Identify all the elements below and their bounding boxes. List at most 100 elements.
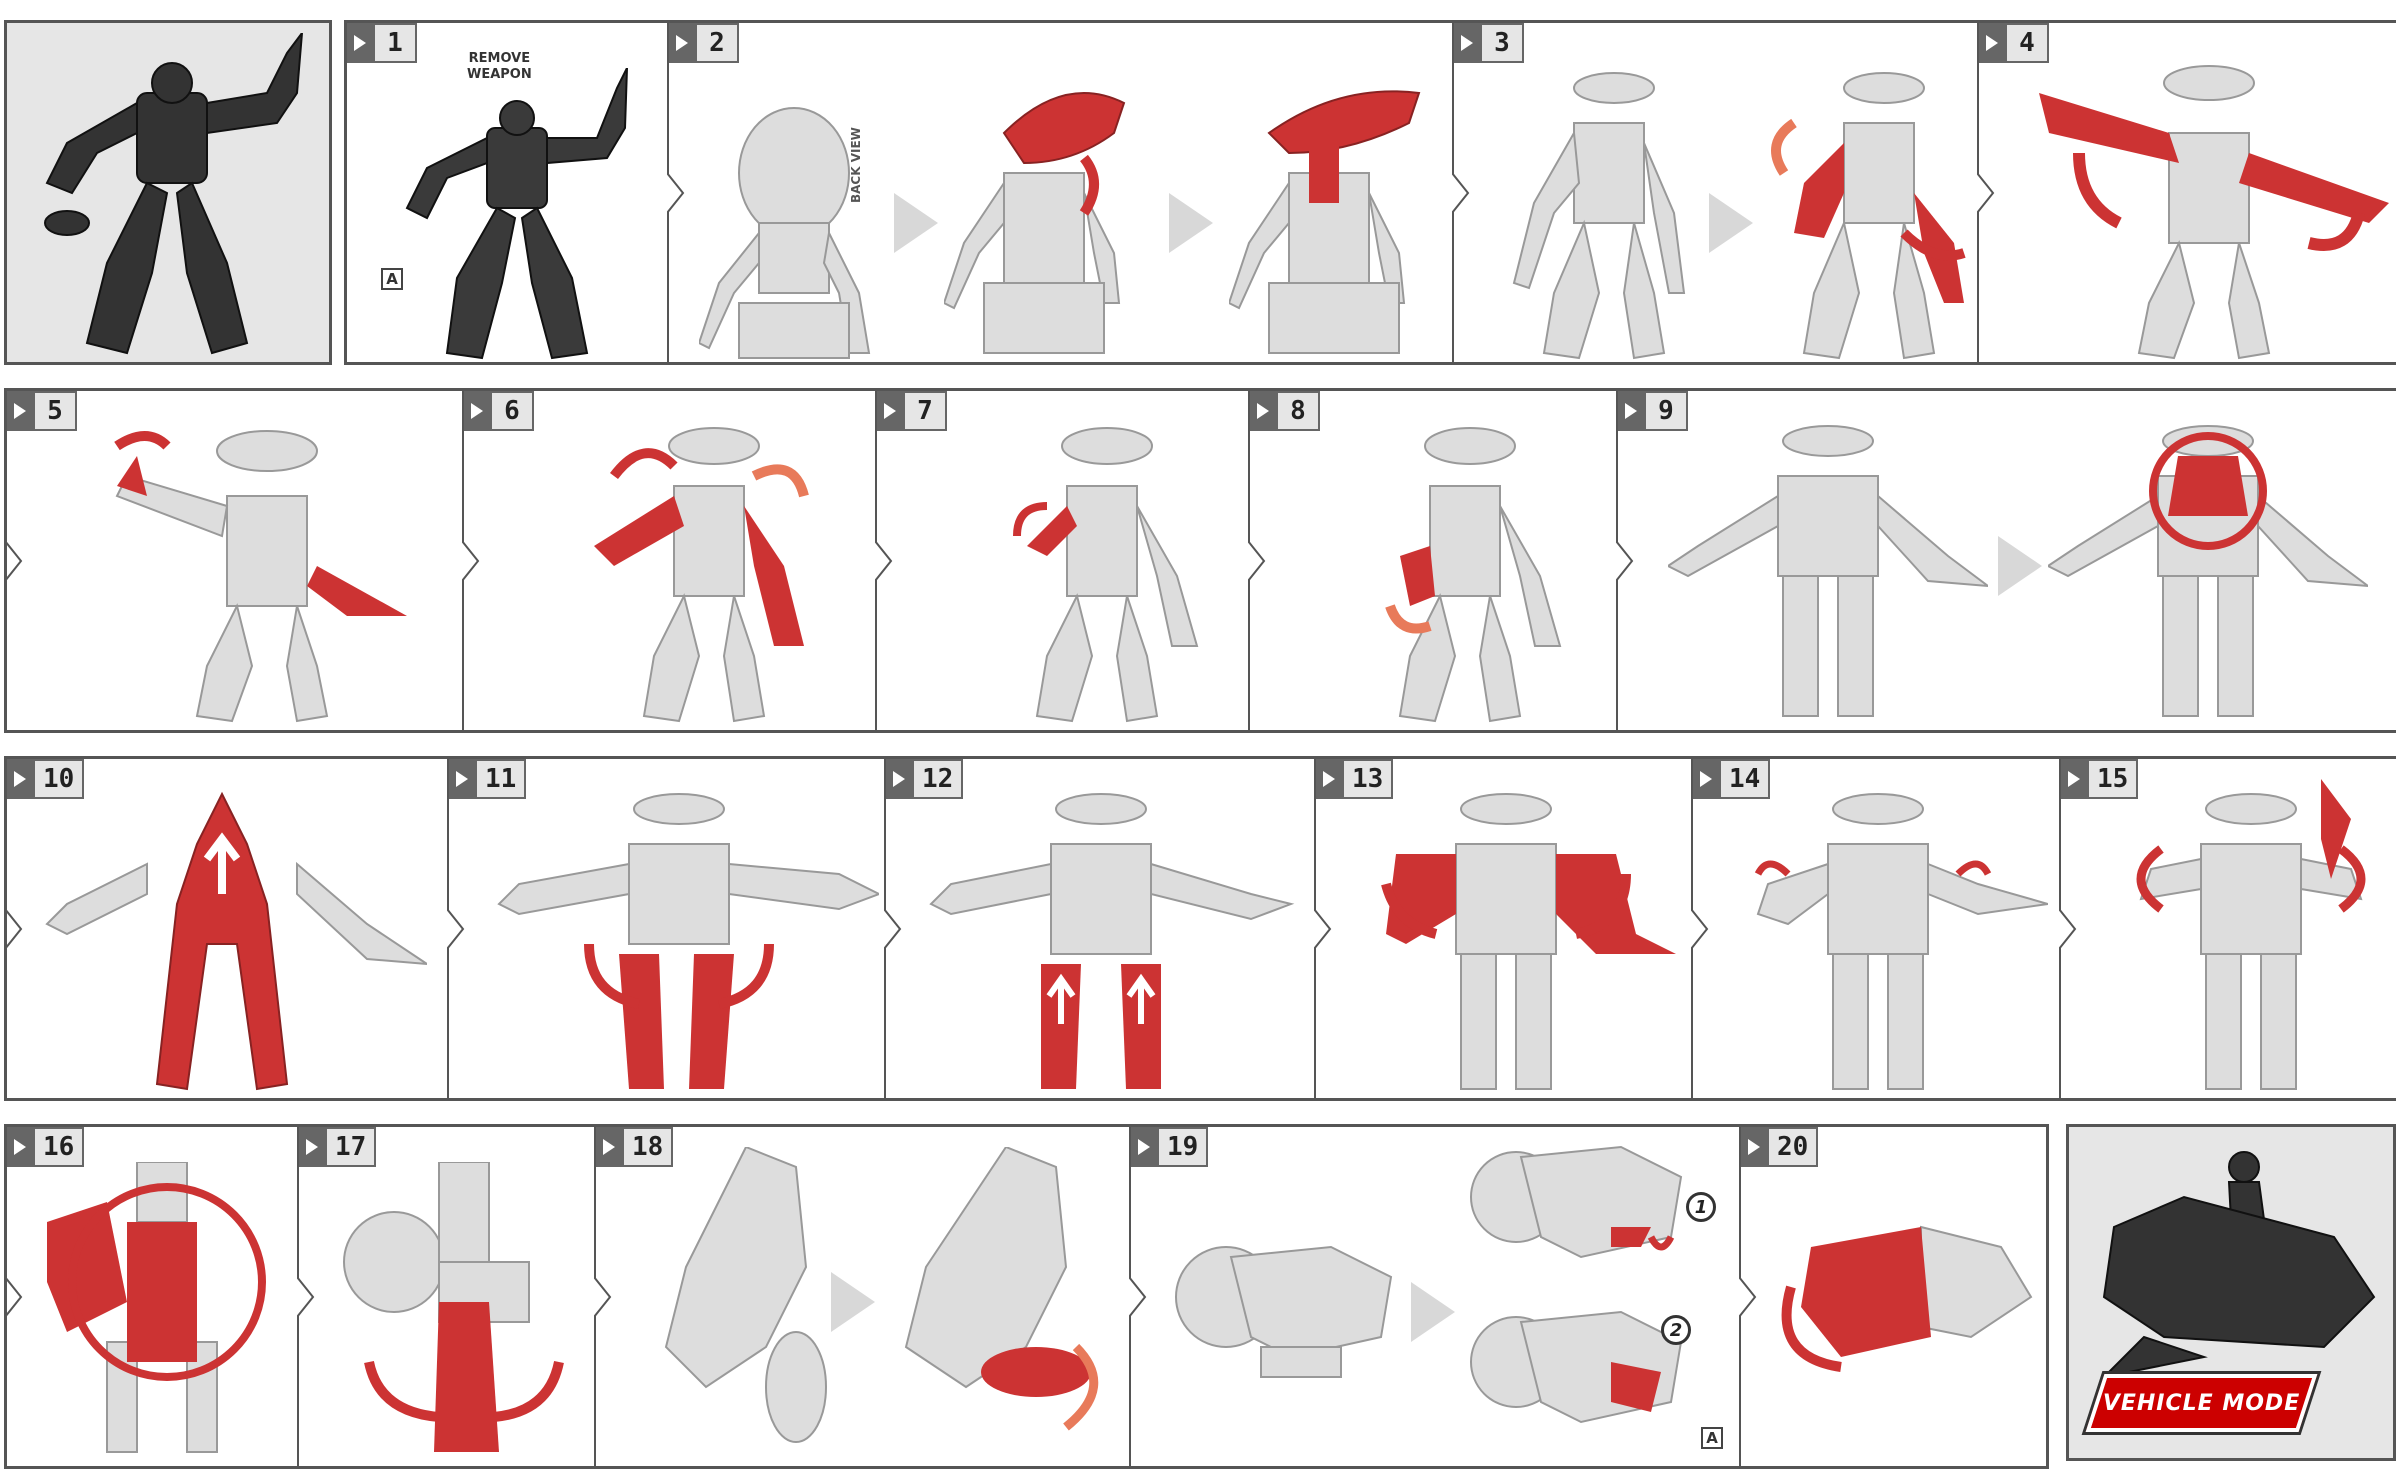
vehicle-mode-label: VEHICLE MODE [2103,1391,2300,1416]
robot-figure [2121,779,2381,1099]
robot-front-figure [2048,416,2368,726]
robot-figure [574,416,834,726]
robot-figure [911,784,1301,1094]
step-17: 17 [297,1127,594,1466]
vehicle-transform-figure [646,1147,846,1457]
vehicle-transform-figure [886,1147,1116,1457]
next-arrow [1709,193,1753,253]
step-number: 6 [490,391,534,431]
step-16: 16 [7,1127,297,1466]
robot-figure [1356,784,1686,1094]
step-notch [447,909,465,949]
step-number: 5 [33,391,77,431]
step-number: 16 [33,1127,84,1167]
robot-figure [387,68,657,363]
next-arrow [1998,536,2042,596]
step-notch [884,909,902,949]
robot-figure [1229,73,1439,363]
step-notch [5,1277,23,1317]
step-number: 8 [1276,391,1320,431]
robot-figure [1738,784,2048,1094]
robot-figure [2039,53,2396,363]
step-notch [2059,909,2077,949]
step-3: 3 [1452,23,1977,362]
step-badge: 5 [7,391,77,431]
remove-weapon-line1: REMOVE [467,51,532,67]
robot-figure [479,784,879,1094]
step-9: 9 [1616,391,2396,730]
step-number: 3 [1480,23,1524,63]
step-badge: 7 [877,391,947,431]
robot-front-figure [1668,416,1988,726]
substep-1-marker: 1 [1686,1192,1716,1222]
step-notch [1616,541,1634,581]
robot-figure [1340,416,1580,726]
step-number: 7 [903,391,947,431]
part-a-callout: A [1701,1427,1723,1449]
step-11: 11 [447,759,884,1098]
robot-mode-panel [4,20,332,365]
step-8: 8 [1248,391,1616,730]
step-badge: 16 [7,1127,84,1167]
step-badge: 3 [1454,23,1524,63]
step-14: 14 [1691,759,2059,1098]
vehicle-mode-figure [2084,1137,2384,1387]
step-1: 1 REMOVE WEAPON A [347,23,667,362]
step-13: 13 [1314,759,1691,1098]
robot-figure [339,1162,569,1462]
step-notch [1129,1277,1147,1317]
vehicle-figure [1771,1187,2041,1407]
row2-panel: 5 6 [4,388,2396,733]
step-number: 1 [373,23,417,63]
step-19: 19 1 2 A [1129,1127,1739,1466]
step-notch [1977,173,1995,213]
step-notch [1452,173,1470,213]
step-badge: 8 [1250,391,1320,431]
robot-figure [1754,63,1969,363]
next-arrow [1169,193,1213,253]
vehicle-figure [1461,1127,1691,1282]
step-notch [1314,909,1332,949]
row4-panel: 16 17 18 [4,1124,2049,1469]
step-notch [667,173,685,213]
step-18: 18 [594,1127,1129,1466]
robot-figure [37,784,427,1094]
next-arrow [831,1272,875,1332]
step-10: 10 [7,759,447,1098]
next-arrow [894,193,938,253]
step-notch [1248,541,1266,581]
step-notch [5,909,23,949]
step-2: 2 BACK VIEW [667,23,1452,362]
step-20: 20 [1739,1127,2049,1466]
step-notch [297,1277,315,1317]
step-number: 19 [1157,1127,1208,1167]
next-arrow [1411,1282,1455,1342]
step-badge: 20 [1741,1127,1818,1167]
step-notch [1691,909,1709,949]
vehicle-figure [1461,1292,1691,1462]
step-5: 5 [7,391,462,730]
vehicle-mode-badge: VEHICLE MODE [2086,1374,2318,1432]
substep-2-marker: 2 [1661,1315,1691,1345]
step-12: 12 [884,759,1314,1098]
vehicle-figure [1171,1217,1401,1387]
step-badge: 2 [669,23,739,63]
step-7: 7 [875,391,1248,730]
step-notch [462,541,480,581]
step-number: 17 [325,1127,376,1167]
step-notch [594,1277,612,1317]
step-notch [1739,1277,1757,1317]
step-4: 4 [1977,23,2396,362]
robot-figure [107,416,427,726]
step-badge: 6 [464,391,534,431]
row1-panel: 1 REMOVE WEAPON A 2 [344,20,2396,365]
step-15: 15 [2059,759,2396,1098]
step-number: 2 [695,23,739,63]
back-view-label: BACK VIEW [849,127,863,203]
robot-mode-figure [27,33,317,363]
step-6: 6 [462,391,875,730]
step-number: 20 [1767,1127,1818,1167]
step-notch [875,541,893,581]
row3-panel: 10 11 12 [4,756,2396,1101]
part-a-callout: A [381,268,403,290]
